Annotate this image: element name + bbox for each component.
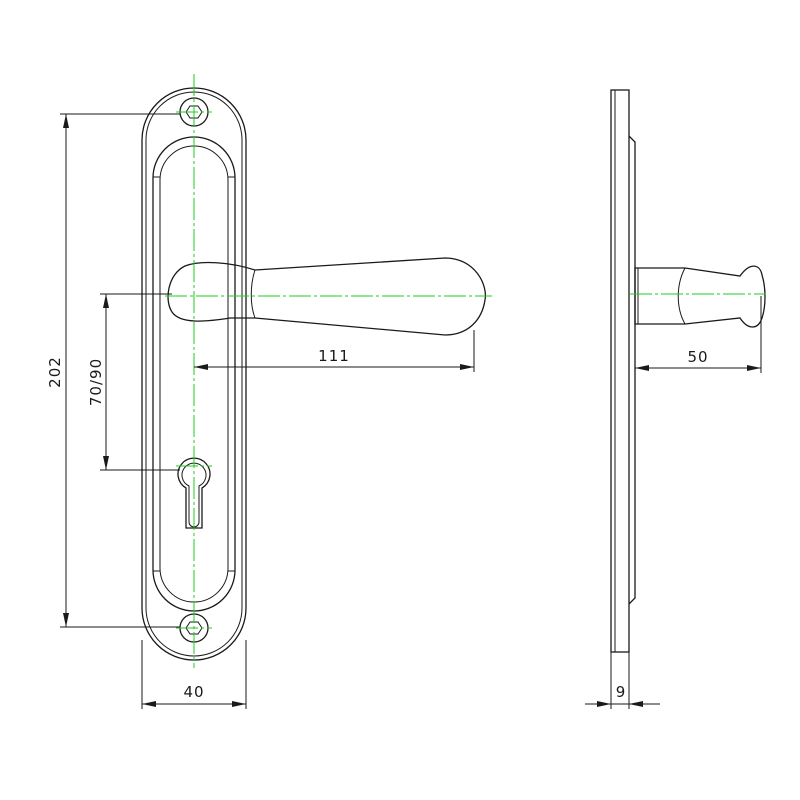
lever-side bbox=[634, 265, 766, 328]
dimension-70-90: 70/90 bbox=[87, 293, 180, 471]
dimension-202: 202 bbox=[46, 113, 180, 628]
dim-label-111: 111 bbox=[318, 347, 350, 365]
plate-side bbox=[610, 89, 630, 653]
side-view bbox=[610, 89, 766, 653]
dimension-9: 9 bbox=[585, 652, 660, 709]
dim-label-40: 40 bbox=[183, 683, 204, 701]
dimension-40: 40 bbox=[141, 640, 247, 709]
dim-label-70-90: 70/90 bbox=[87, 358, 105, 406]
dim-label-202: 202 bbox=[46, 356, 64, 388]
lever-handle bbox=[167, 257, 487, 336]
dim-label-9: 9 bbox=[616, 683, 627, 701]
dimension-111: 111 bbox=[194, 330, 475, 372]
dim-label-50: 50 bbox=[687, 348, 708, 366]
backplate-rim bbox=[145, 91, 243, 657]
recess-outer bbox=[152, 136, 236, 612]
recess-inner bbox=[159, 145, 229, 603]
dimension-50: 50 bbox=[635, 296, 762, 373]
front-view bbox=[141, 74, 492, 668]
backplate-outer bbox=[141, 87, 247, 661]
